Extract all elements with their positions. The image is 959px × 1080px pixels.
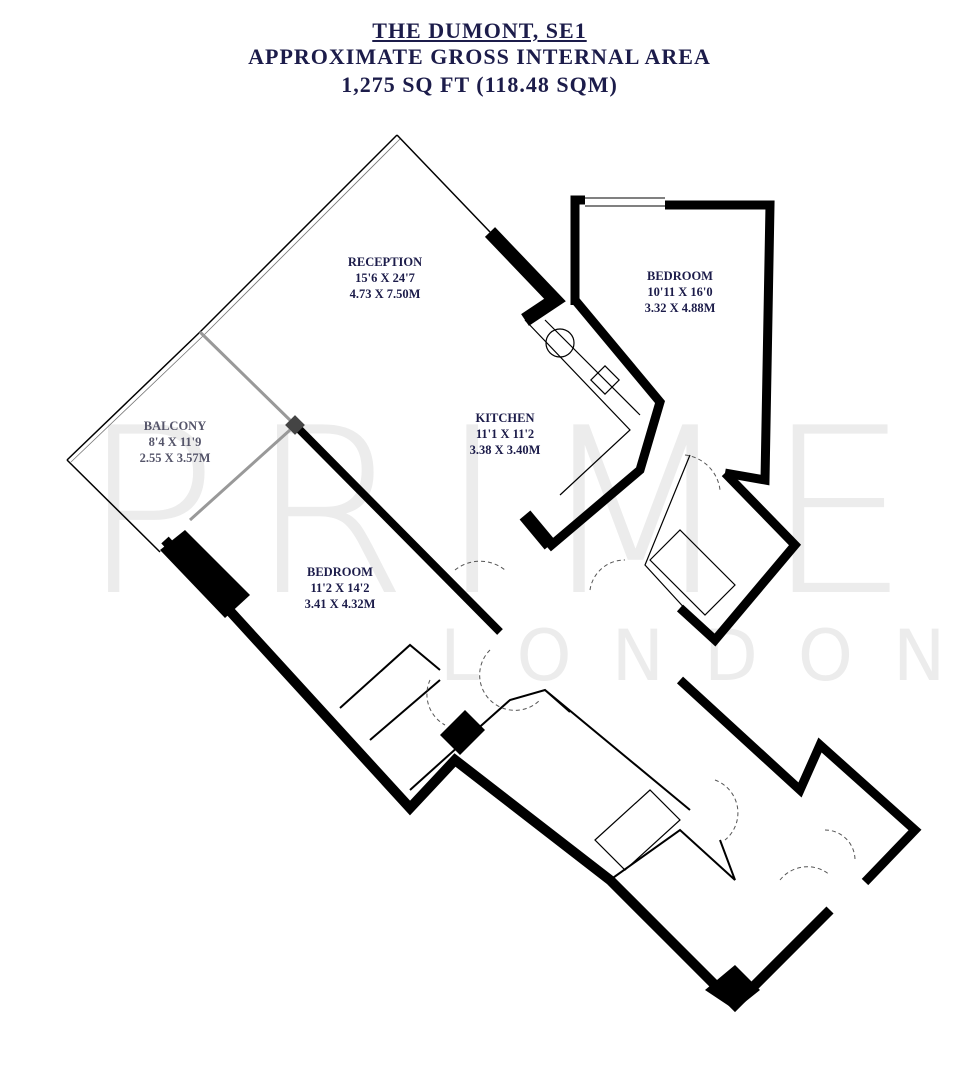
room-bedroom-1: BEDROOM 10'11 X 16'0 3.32 X 4.88M [625,268,735,316]
room-metric: 4.73 X 7.50M [349,287,421,301]
reception-glazing [66,134,398,461]
wall-kitchen-end [519,510,556,550]
wall-bedroom2-inner [292,422,503,635]
wall-reception-kitchen [484,227,566,326]
kitchen-counter [524,319,641,496]
column-bottom [705,965,760,1010]
column-mid [440,710,485,755]
wall-kitchen-outer [545,297,665,552]
door-swings [426,454,856,881]
balcony-door [188,330,297,522]
room-imperial: 11'2 X 14'2 [310,581,370,595]
bath1-tub [649,529,736,616]
bath2-tub [594,789,681,871]
room-name: BEDROOM [307,565,373,579]
room-metric: 3.41 X 4.32M [304,597,376,611]
plan-title: THE DUMONT, SE1 [372,18,587,43]
room-reception: RECEPTION 15'6 X 24'7 4.73 X 7.50M [330,254,440,302]
room-name: RECEPTION [347,255,423,269]
plan-subtitle: APPROXIMATE GROSS INTERNAL AREA [248,44,711,69]
sink-icon [590,365,620,395]
bath2-walls [464,688,691,811]
column-left [160,530,250,618]
room-metric: 2.55 X 3.57M [139,451,211,465]
room-metric: 3.38 X 3.40M [469,443,541,457]
balcony-edge [66,459,161,553]
bedroom1-window [585,197,665,207]
plan-area: 1,275 SQ FT (118.48 SQM) [341,72,618,97]
room-name: BALCONY [143,419,207,433]
pillar [285,415,305,435]
wall-bath1 [676,469,802,647]
reception-glazing-inner [70,138,401,463]
room-metric: 3.32 X 4.88M [644,301,716,315]
reception-glass-top [396,134,491,233]
room-imperial: 11'1 X 11'2 [475,427,535,441]
room-name: KITCHEN [475,411,535,425]
room-kitchen: KITCHEN 11'1 X 11'2 3.38 X 3.40M [450,410,560,458]
wall-corridor-right [676,676,922,886]
room-name: BEDROOM [647,269,713,283]
wall-main-outer [161,536,834,1013]
room-balcony: BALCONY 8'4 X 11'9 2.55 X 3.57M [120,418,230,466]
wardrobe [339,643,461,791]
room-imperial: 8'4 X 11'9 [148,435,202,449]
wall-bath1-inner [644,454,701,626]
wall-bedroom1 [570,195,775,486]
room-imperial: 15'6 X 24'7 [355,271,415,285]
bath3-walls [609,828,736,881]
watermark-sub: LONDON [440,615,959,697]
room-imperial: 10'11 X 16'0 [647,285,713,299]
room-bedroom-2: BEDROOM 11'2 X 14'2 3.41 X 4.32M [285,564,395,612]
hob-icon [545,328,575,358]
